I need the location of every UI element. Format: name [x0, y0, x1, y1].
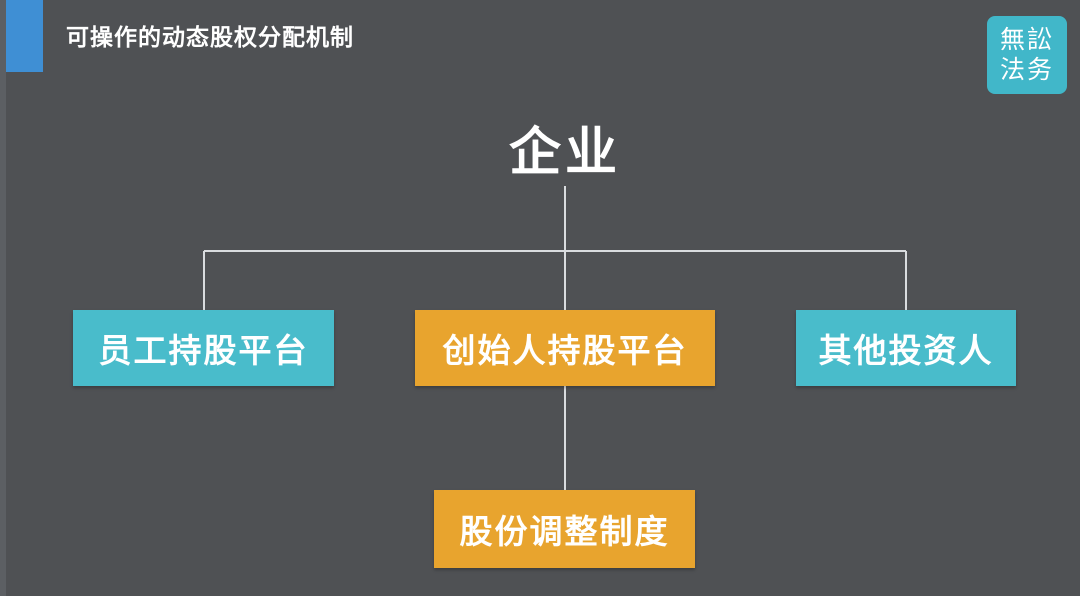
brand-logo: 無訟 法务: [987, 16, 1067, 94]
node-employee-platform: 员工持股平台: [73, 310, 334, 386]
node-founder-platform: 创始人持股平台: [415, 310, 715, 386]
left-edge-strip: [0, 0, 6, 596]
node-share-adjustment-system: 股份调整制度: [434, 490, 695, 568]
logo-text-line1: 無訟: [999, 25, 1054, 54]
node-other-investors: 其他投资人: [796, 310, 1016, 386]
page-title: 可操作的动态股权分配机制: [66, 25, 354, 51]
logo-text-line2: 法务: [999, 55, 1054, 84]
root-node-enterprise: 企业: [508, 123, 621, 183]
title-accent-bar: [6, 0, 43, 72]
